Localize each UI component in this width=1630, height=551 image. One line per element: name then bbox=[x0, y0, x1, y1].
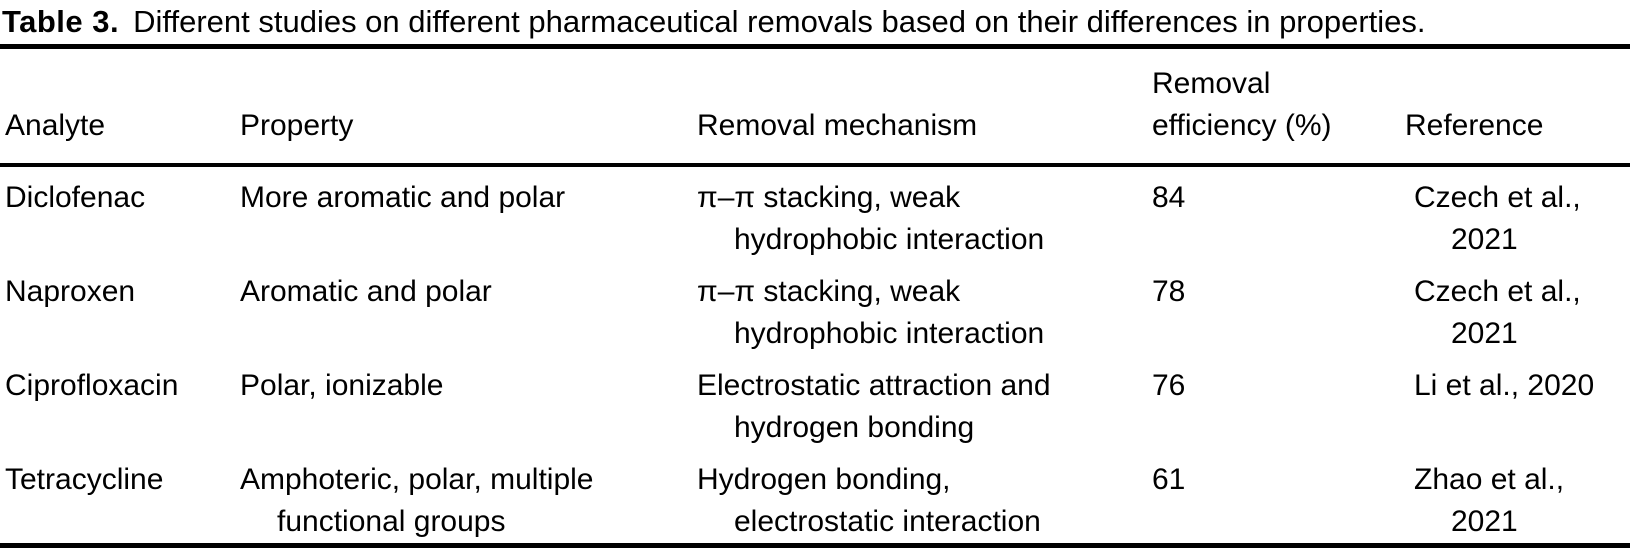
cell-property-text: More aromatic and polar bbox=[240, 181, 566, 214]
cell-reference: Czech et al., 2021 bbox=[1400, 165, 1630, 261]
cell-property-text: Amphoteric, polar, multiple functional g… bbox=[240, 463, 594, 538]
cell-mechanism-text: π–π stacking, weak hydrophobic interacti… bbox=[697, 181, 1045, 256]
cell-efficiency: 84 bbox=[1152, 181, 1186, 214]
cell-mechanism-text: π–π stacking, weak hydrophobic interacti… bbox=[697, 275, 1045, 350]
cell-efficiency: 78 bbox=[1152, 275, 1186, 308]
header-row: Analyte Property Removal mechanism Remov… bbox=[0, 46, 1630, 167]
column-header-removal-mechanism: Removal mechanism bbox=[690, 46, 1147, 167]
column-header-removal-efficiency: Removal efficiency (%) bbox=[1147, 46, 1400, 167]
column-header-analyte: Analyte bbox=[0, 46, 235, 167]
cell-reference-text: Czech et al., 2021 bbox=[1414, 181, 1581, 256]
cell-property: Amphoteric, polar, multiple functional g… bbox=[235, 449, 690, 546]
cell-reference-text: Czech et al., 2021 bbox=[1414, 275, 1581, 350]
data-table: Analyte Property Removal mechanism Remov… bbox=[0, 44, 1630, 548]
table-row-naproxen: Naproxen Aromatic and polar π–π stacking… bbox=[0, 261, 1630, 355]
cell-reference: Czech et al., 2021 bbox=[1400, 261, 1630, 355]
cell-analyte: Ciprofloxacin bbox=[5, 369, 179, 402]
table-caption-text: Different studies on different pharmaceu… bbox=[133, 4, 1426, 39]
cell-property: Aromatic and polar bbox=[235, 261, 690, 355]
cell-mechanism: Hydrogen bonding, electrostatic interact… bbox=[690, 449, 1147, 546]
cell-mechanism: Electrostatic attraction and hydrogen bo… bbox=[690, 355, 1147, 449]
cell-property: Polar, ionizable bbox=[235, 355, 690, 449]
table-row-diclofenac: Diclofenac More aromatic and polar π–π s… bbox=[0, 165, 1630, 261]
cell-analyte: Diclofenac bbox=[5, 181, 146, 214]
cell-reference-text: Li et al., 2020 bbox=[1414, 369, 1595, 402]
column-header-reference: Reference bbox=[1400, 46, 1630, 167]
cell-reference: Zhao et al., 2021 bbox=[1400, 449, 1630, 546]
cell-reference: Li et al., 2020 bbox=[1400, 355, 1630, 449]
cell-property-text: Aromatic and polar bbox=[240, 275, 492, 308]
cell-mechanism-text: Electrostatic attraction and hydrogen bo… bbox=[697, 369, 1051, 444]
table-row-ciprofloxacin: Ciprofloxacin Polar, ionizable Electrost… bbox=[0, 355, 1630, 449]
cell-property-text: Polar, ionizable bbox=[240, 369, 444, 402]
cell-mechanism-text: Hydrogen bonding, electrostatic interact… bbox=[697, 463, 1041, 538]
table-caption: Table 3. Different studies on different p… bbox=[0, 0, 1630, 44]
table-row-tetracycline: Tetracycline Amphoteric, polar, multiple… bbox=[0, 449, 1630, 546]
table-number-label: Table 3. bbox=[2, 4, 120, 39]
cell-reference-text: Zhao et al., 2021 bbox=[1414, 463, 1565, 538]
cell-mechanism: π–π stacking, weak hydrophobic interacti… bbox=[690, 261, 1147, 355]
cell-efficiency: 76 bbox=[1152, 369, 1186, 402]
cell-property: More aromatic and polar bbox=[235, 165, 690, 261]
cell-analyte: Naproxen bbox=[5, 275, 136, 308]
cell-mechanism: π–π stacking, weak hydrophobic interacti… bbox=[690, 165, 1147, 261]
column-header-property: Property bbox=[235, 46, 690, 167]
cell-efficiency: 61 bbox=[1152, 463, 1186, 496]
cell-analyte: Tetracycline bbox=[5, 463, 164, 496]
